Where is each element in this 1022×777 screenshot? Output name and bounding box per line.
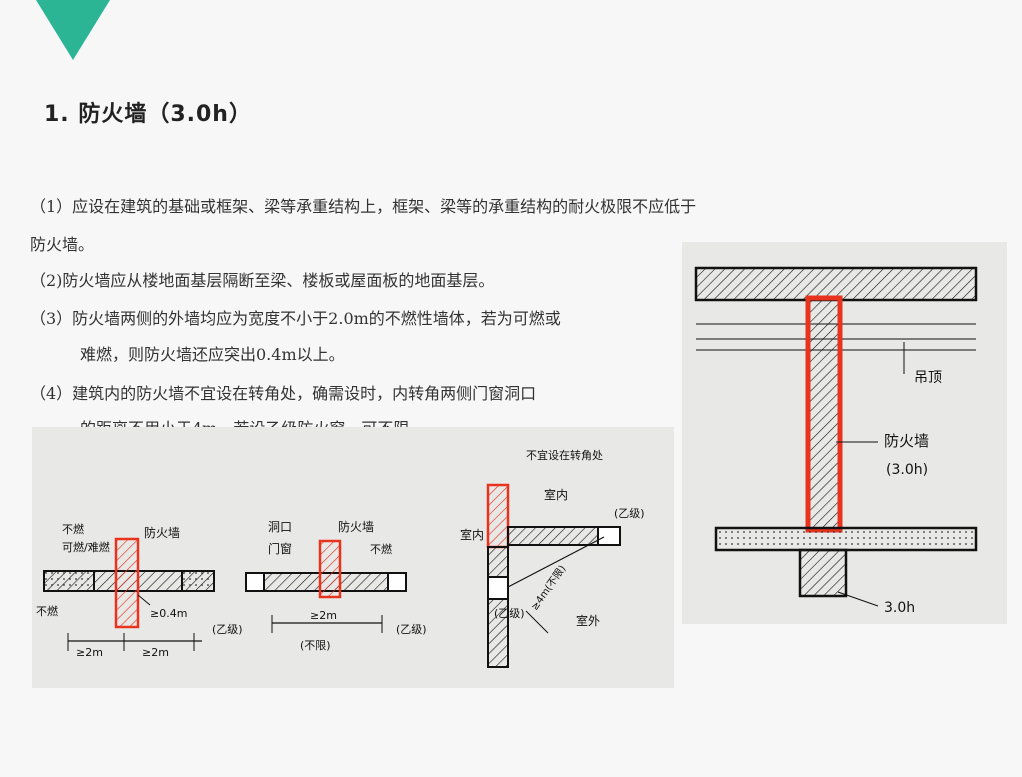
sketch-photo-left: 不燃 可燃/难燃 防火墙 不燃 ≥0.4m ≥2m ≥2m 洞口 门窗 防火墙 … bbox=[32, 427, 674, 688]
label-noncombustible-bottom: 不燃 bbox=[36, 604, 58, 618]
sketch-photo-right: 吊顶 防火墙 (3.0h) 3.0h bbox=[682, 242, 1007, 624]
paragraph-2: （2)防火墙应从楼地面基层隔断至梁、楼板或屋面板的地面基层。 bbox=[30, 271, 495, 290]
label-fire-wall-right: 防火墙 bbox=[884, 432, 929, 450]
label-fire-wall-2: 防火墙 bbox=[338, 519, 374, 534]
label-foundation: 3.0h bbox=[884, 600, 915, 616]
fire-wall-section-drawing: 吊顶 防火墙 (3.0h) 3.0h bbox=[694, 266, 978, 616]
paragraph-1-line-1: （1）应设在建筑的基础或框架、梁等承重结构上，框架、梁等的承重结构的耐火极限不应… bbox=[30, 197, 697, 216]
paragraph-4-line-2: 的距离不用小于4m，若设乙级防火窗，可不限 bbox=[80, 419, 680, 428]
label-ceiling: 吊顶 bbox=[914, 370, 942, 386]
diagram-corner-plan: 不宜设在转角处 室内 室内 (乙级) (乙级) ≥4m(不限) 室外 bbox=[460, 448, 645, 668]
label-noncombustible-2: 不燃 bbox=[370, 542, 392, 556]
dim-right: ≥2m bbox=[142, 646, 169, 659]
dim-diagonal: ≥4m(不限) bbox=[529, 563, 569, 613]
label-opening: 洞口 bbox=[268, 520, 292, 534]
label-grade-mid: (乙级) bbox=[494, 607, 525, 620]
label-not-at-corner: 不宜设在转角处 bbox=[526, 448, 603, 462]
paragraph-3-line-2: 难燃，则防火墙还应突出0.4m以上。 bbox=[80, 345, 345, 364]
label-noncombustible-top: 不燃 bbox=[62, 522, 84, 536]
paragraph-1-line-2: 防火墙。 bbox=[30, 235, 95, 254]
label-outdoor: 室外 bbox=[576, 613, 600, 628]
dim-span: ≥2m bbox=[310, 609, 337, 622]
dim-unlimited: (不限) bbox=[300, 639, 331, 652]
page-title: 1. 防火墙（3.0h） bbox=[44, 102, 252, 127]
label-indoor-side: 室内 bbox=[460, 527, 484, 542]
diagram-opening-section: 洞口 门窗 防火墙 不燃 (乙级) (乙级) ≥2m (不限) bbox=[212, 519, 427, 652]
diagram-wall-section: 不燃 可燃/难燃 防火墙 不燃 ≥0.4m ≥2m ≥2m bbox=[36, 522, 215, 659]
label-door-window: 门窗 bbox=[268, 541, 292, 556]
paragraph-3-line-1: （3）防火墙两侧的外墙均应为宽度不小于2.0m的不燃性墙体，若为可燃或 bbox=[30, 309, 561, 328]
label-fire-wall-1: 防火墙 bbox=[144, 525, 180, 540]
label-grade-top: (乙级) bbox=[614, 507, 645, 520]
paragraph-4-line-1: （4）建筑内的防火墙不宜设在转角处，确需设时，内转角两侧门窗洞口 bbox=[30, 384, 537, 403]
label-combustible: 可燃/难燃 bbox=[62, 540, 110, 554]
label-rating: (3.0h) bbox=[886, 462, 928, 478]
label-grade-left: (乙级) bbox=[212, 623, 243, 636]
corner-triangle-decoration bbox=[36, 0, 110, 60]
label-indoor-top: 室内 bbox=[544, 487, 568, 502]
dim-protrude: ≥0.4m bbox=[150, 607, 187, 620]
label-grade-right: (乙级) bbox=[396, 623, 427, 636]
dim-left: ≥2m bbox=[76, 646, 103, 659]
